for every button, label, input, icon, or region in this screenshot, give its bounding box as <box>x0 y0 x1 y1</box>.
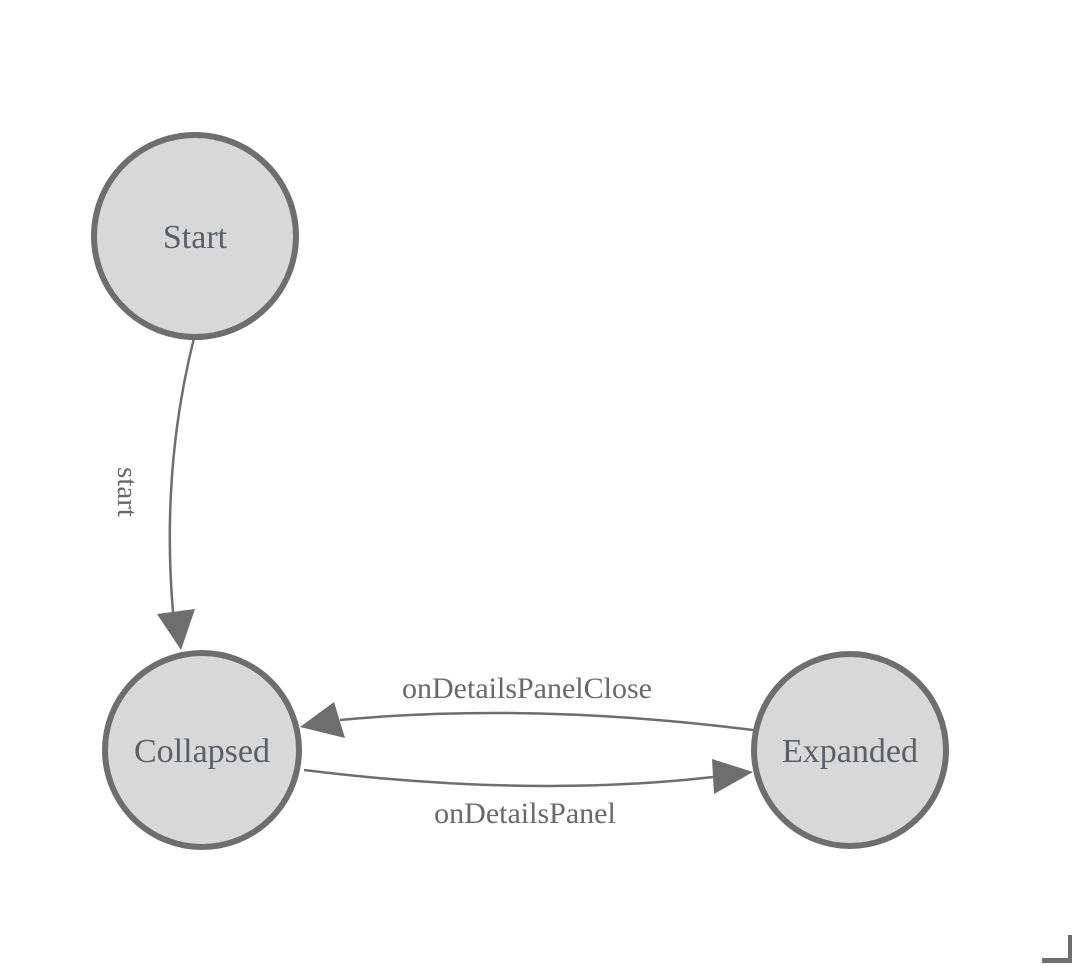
arrowhead-icon <box>157 609 195 650</box>
arrowhead-icon <box>300 702 345 738</box>
corner-mark-horizontal <box>1042 958 1072 963</box>
state-circle-start <box>91 132 299 340</box>
transition-edge-collapsed-to-expanded <box>303 768 714 788</box>
state-circle-expanded <box>751 651 949 849</box>
transition-label-ondetailspanel: onDetailsPanel <box>434 797 616 830</box>
state-label-expanded: Expanded <box>782 733 918 770</box>
state-node-start: Start <box>91 132 299 340</box>
transition-label-ondetailspanelclose: onDetailsPanelClose <box>402 672 652 705</box>
transition-edge-expanded-to-collapsed <box>339 711 754 732</box>
corner-mark-vertical <box>1068 935 1072 963</box>
transition-ondetailspanelclose: onDetailsPanelClose <box>300 672 754 738</box>
transition-ondetailspanel: onDetailsPanel <box>303 759 753 830</box>
state-label-start: Start <box>163 219 228 256</box>
state-node-expanded: Expanded <box>751 651 949 849</box>
state-label-collapsed: Collapsed <box>134 733 270 770</box>
transition-start: start <box>111 337 196 650</box>
transition-label-start: start <box>111 467 143 517</box>
arrowhead-icon <box>712 759 753 794</box>
state-circle-collapsed <box>102 650 302 850</box>
state-node-collapsed: Collapsed <box>102 650 302 850</box>
transition-edge-start-to-collapsed <box>168 337 196 613</box>
container-corner-mark <box>1042 935 1072 963</box>
